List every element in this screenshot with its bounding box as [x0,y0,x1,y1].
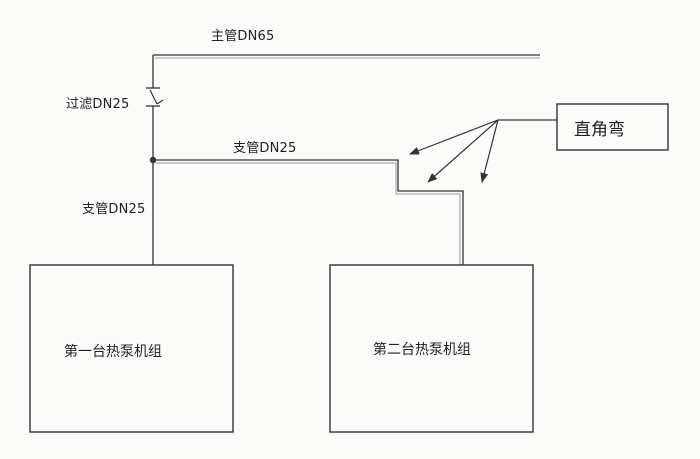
unit-1-label: 第一台热泵机组 [64,344,162,360]
elbow-callout-label: 直角弯 [574,120,625,140]
heat-pump-unit-2 [329,264,534,433]
elbow-callout-leaders [409,119,557,183]
main-pipe [153,54,540,59]
unit-2-label: 第二台热泵机组 [373,342,471,358]
elbow-callout-box [556,103,669,151]
filter-label: 过滤DN25 [66,97,130,112]
branch-pipe-label-left: 支管DN25 [82,202,146,217]
arrow-to-elbow-1 [409,119,499,155]
heat-pump-unit-1 [29,264,234,433]
branch-pipe-label-top: 支管DN25 [233,141,297,156]
main-pipe-label: 主管DN65 [211,29,275,44]
arrow-to-elbow-2 [427,119,499,183]
filter-symbol [146,87,164,107]
arrow-to-elbow-3 [480,119,499,183]
branch-pipe [153,159,464,265]
